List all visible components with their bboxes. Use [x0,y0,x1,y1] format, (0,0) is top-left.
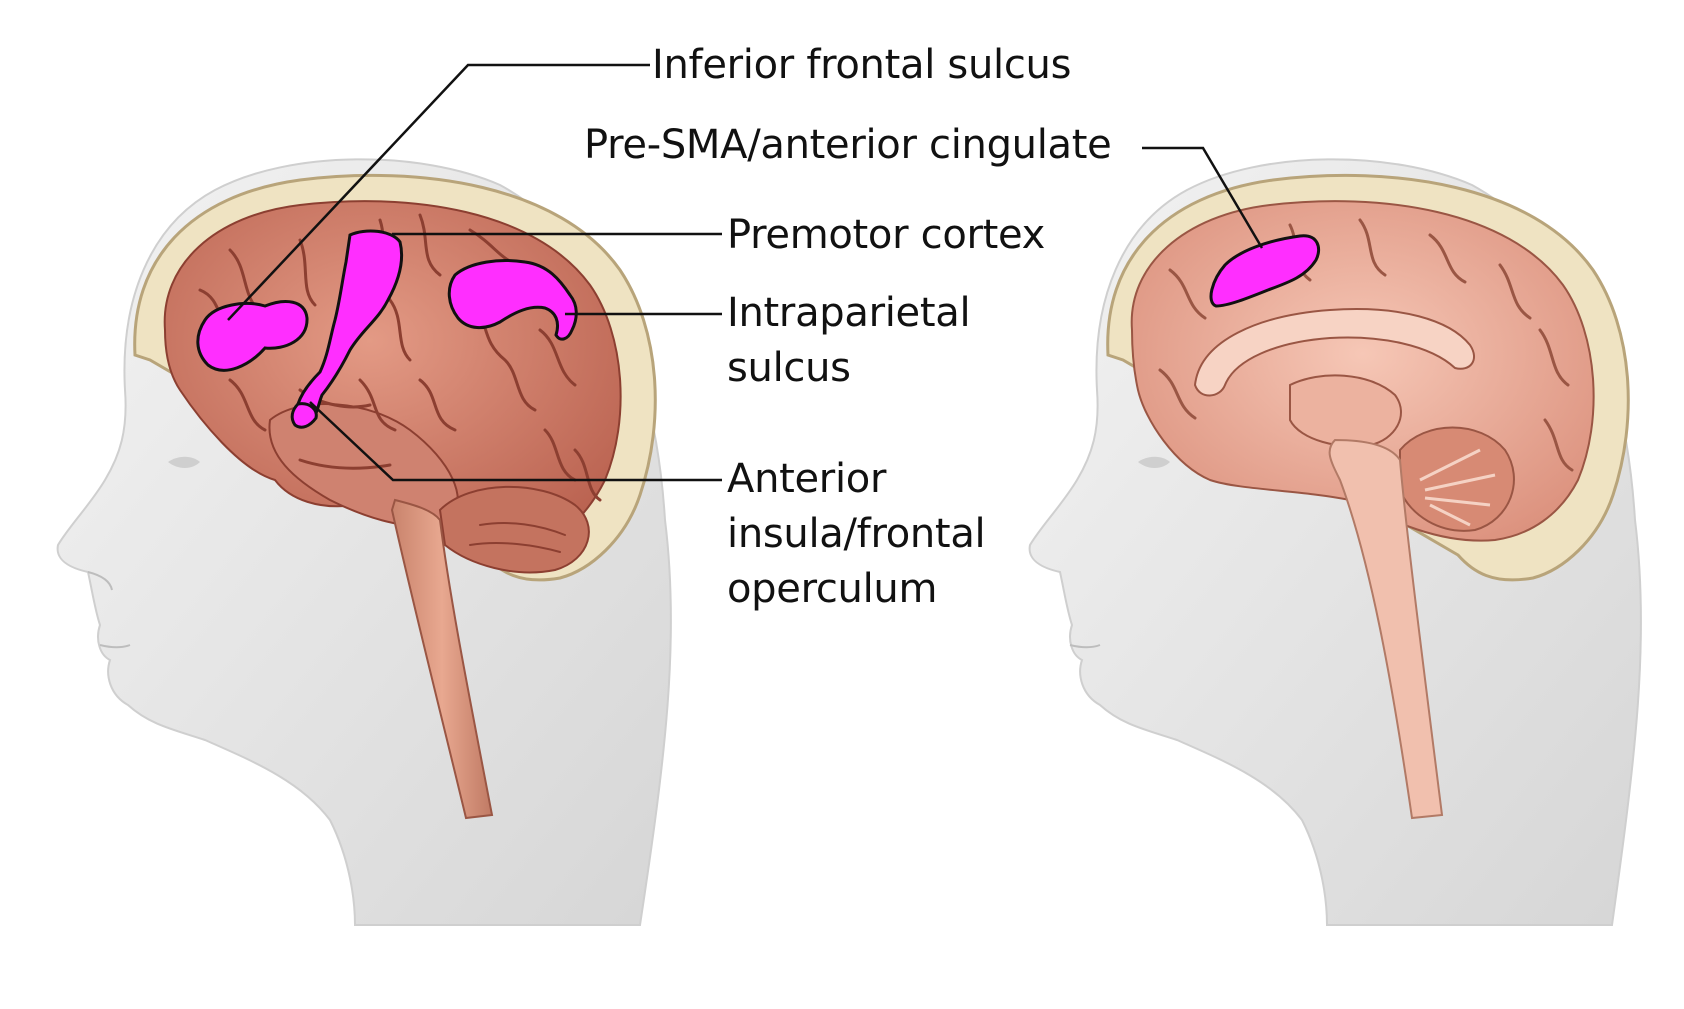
leader-pre-sma [1142,146,1264,249]
label-text: Premotor cortex [727,212,1046,258]
inferior-frontal-sulcus-region [196,300,309,372]
label-inferior-frontal-sulcus: Inferior frontal sulcus [652,38,1071,93]
right-gyri [1158,218,1574,472]
left-head [56,158,672,926]
label-line-3: operculum [727,566,938,612]
label-premotor-cortex: Premotor cortex [727,208,1045,263]
label-text: Inferior frontal sulcus [652,42,1072,88]
right-spinal-cord [1328,438,1444,820]
left-nose-shade [87,571,113,591]
label-line-2: sulcus [727,345,851,391]
right-eye [1138,456,1170,468]
left-eye [168,456,200,468]
leader-anterior-insula [309,401,722,482]
label-pre-sma: Pre-SMA/anterior cingulate [584,118,1112,173]
label-intraparietal-sulcus: Intraparietal sulcus [727,286,971,396]
thalamus [1289,374,1402,448]
corpus-callosum [1193,308,1475,397]
anterior-insula-region [290,402,318,429]
label-line-2: insula/frontal [727,511,986,557]
leader-lines [227,63,1264,482]
pre-sma-region [1209,234,1321,308]
label-text: Pre-SMA/anterior cingulate [584,122,1112,168]
leader-inferior-frontal [227,63,650,321]
intraparietal-sulcus-region [447,259,578,341]
arbor-vitae [1419,448,1496,527]
label-line-1: Intraparietal [727,290,971,336]
right-mouth [1069,644,1101,649]
left-mouth [99,644,131,649]
label-line-1: Anterior [727,456,887,502]
label-anterior-insula: Anterior insula/frontal operculum [727,452,986,617]
right-head [1028,158,1643,926]
left-spinal-cord [390,498,494,820]
left-cerebellum [438,485,590,574]
